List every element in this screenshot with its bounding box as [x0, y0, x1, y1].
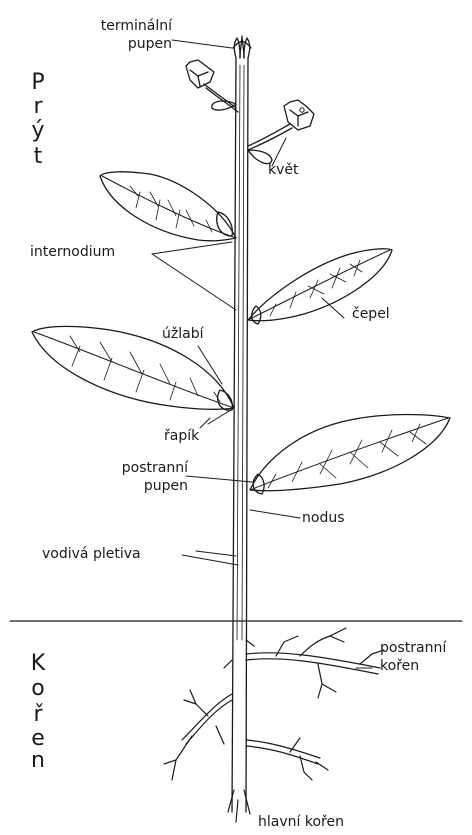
shoot-letter-3: ý — [28, 120, 48, 142]
terminal-bud-drawing — [233, 36, 251, 58]
label-lateral-bud-line2: pupen — [84, 478, 188, 495]
root-letter-4: e — [28, 728, 48, 750]
label-lateral-root-line1: postranní — [380, 640, 446, 657]
root-letter-2: o — [28, 678, 48, 700]
leaf-upper-left — [100, 172, 236, 241]
leaf-lower-right — [250, 415, 450, 495]
label-flower: květ — [268, 162, 299, 179]
root-letter-3: ř — [28, 704, 48, 726]
label-vascular-tissue: vodivá pletiva — [42, 546, 141, 563]
label-lateral-bud-line1: postranní — [84, 460, 188, 477]
leader-lines — [152, 40, 372, 668]
leaf-lower-left — [32, 326, 234, 424]
label-lateral-root-line2: kořen — [380, 658, 419, 675]
label-petiole: řapík — [164, 428, 199, 445]
roots — [164, 628, 384, 822]
shoot-letter-4: t — [28, 146, 48, 168]
flower-right-drawing — [248, 100, 314, 150]
root-letter-5: n — [28, 750, 48, 772]
shoot-letter-2: r — [28, 96, 48, 118]
label-main-root: hlavní kořen — [258, 814, 344, 831]
label-axil: úžlabí — [162, 326, 203, 343]
label-terminal-bud-line2: pupen — [66, 36, 172, 53]
root-letter-1: K — [28, 653, 48, 675]
label-internode: internodium — [30, 244, 115, 261]
label-node: nodus — [302, 510, 345, 527]
label-blade: čepel — [352, 306, 390, 323]
shoot-letter-1: P — [28, 72, 48, 94]
label-terminal-bud-line1: terminální — [66, 18, 172, 35]
main-stem — [232, 58, 248, 812]
